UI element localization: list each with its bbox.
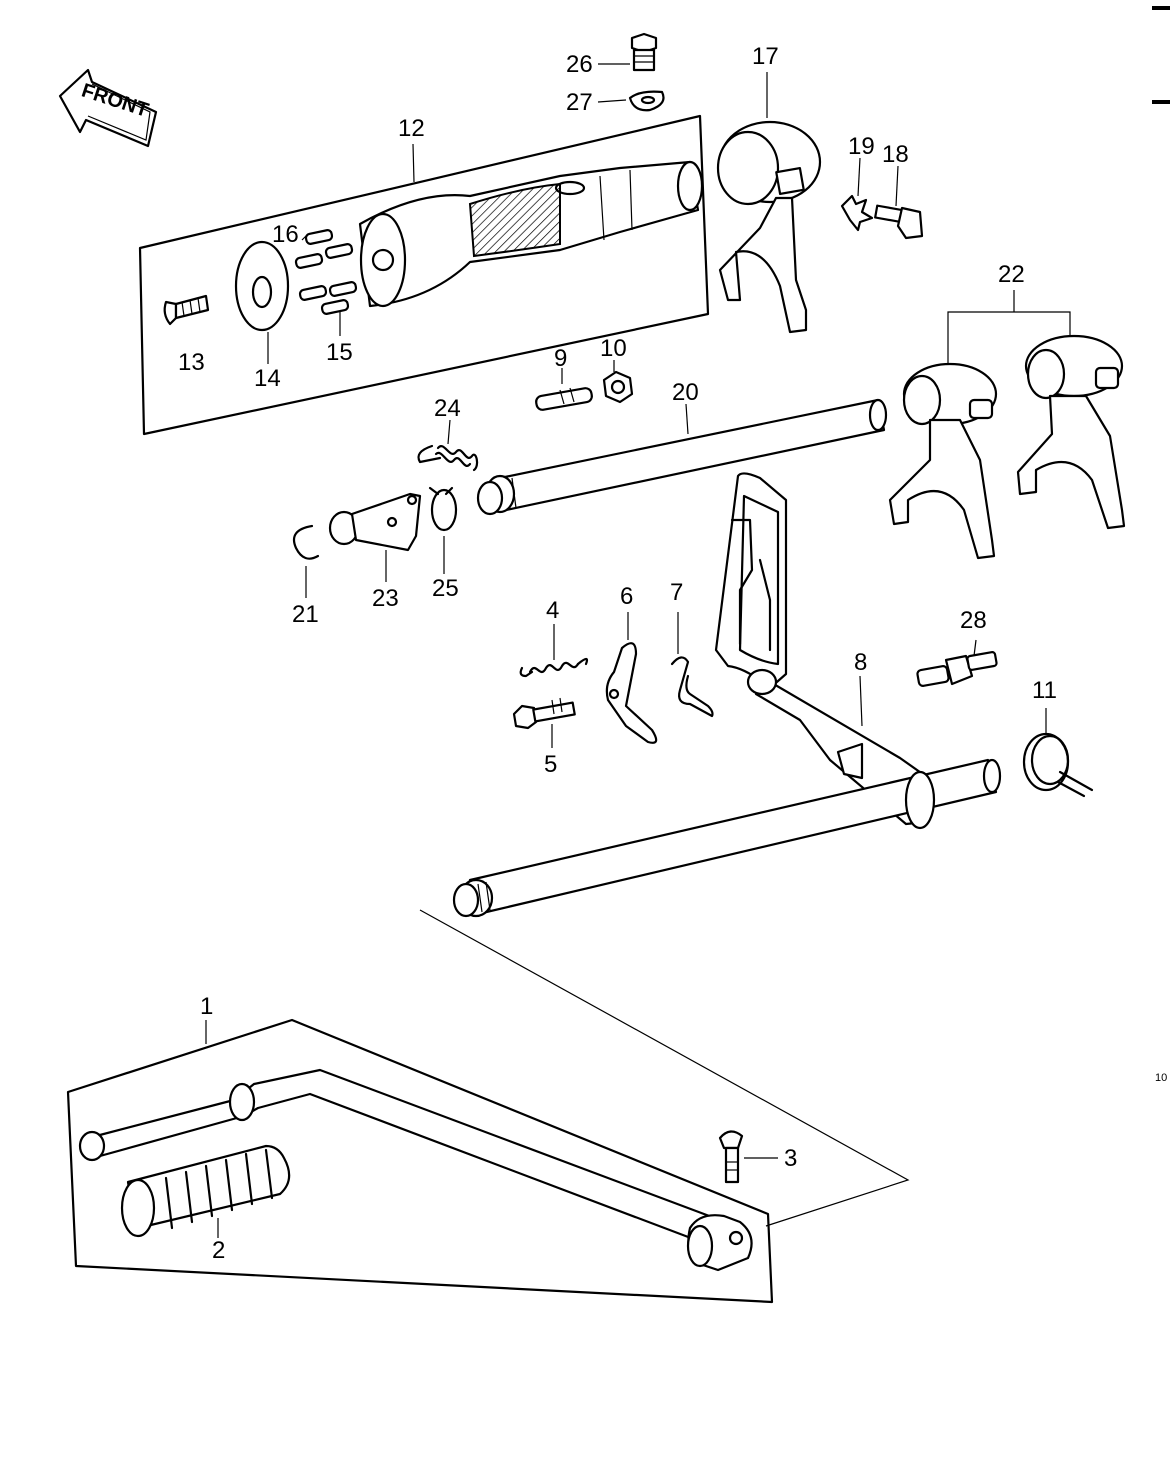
- connection-lines: [419, 909, 910, 1227]
- callout-22: 22: [998, 261, 1025, 288]
- circlip-21: [292, 524, 320, 598]
- callout-13: 13: [178, 349, 205, 376]
- callout-23: 23: [372, 585, 399, 612]
- gear-change-mechanism-8: [452, 472, 1002, 918]
- callout-8: 8: [854, 649, 867, 676]
- callout-21: 21: [292, 601, 319, 628]
- bolt-5: [512, 697, 576, 748]
- callout-9: 9: [554, 345, 567, 372]
- callout-12: 12: [398, 115, 425, 142]
- callout-3: 3: [784, 1145, 797, 1172]
- spring-24: [417, 419, 479, 472]
- callout-5: 5: [544, 751, 557, 778]
- circlip-25: [428, 486, 458, 574]
- callout-26: 26: [566, 51, 593, 78]
- stud-28: [916, 639, 998, 687]
- callout-6: 6: [620, 583, 633, 610]
- callout-28: 28: [960, 607, 987, 634]
- callout-18: 18: [882, 141, 909, 168]
- callout-15: 15: [326, 339, 353, 366]
- callout-7: 7: [670, 579, 683, 606]
- callout-25: 25: [432, 575, 459, 602]
- callout-14: 14: [254, 365, 281, 392]
- callout-labels: 1 2 3 4 5 6 7 8 9 10 11 12 13 14 15 16 1…: [178, 43, 1057, 1264]
- edge-marks: [1152, 6, 1170, 104]
- bolt-18-and-lock-19: [840, 157, 924, 240]
- callout-17: 17: [752, 43, 779, 70]
- pedal-assembly: [66, 1018, 778, 1304]
- page-marker: 10: [1155, 1072, 1167, 1084]
- callout-24: 24: [434, 395, 461, 422]
- shaft-20: [476, 398, 888, 516]
- shift-drum-assembly: [138, 114, 710, 436]
- callout-4: 4: [546, 597, 559, 624]
- pin-9-and-nut-10: [535, 360, 634, 411]
- callout-11: 11: [1032, 677, 1057, 704]
- spring-4: [519, 624, 589, 678]
- front-arrow: FRONT: [58, 68, 158, 148]
- callout-16: 16: [272, 221, 299, 248]
- callout-10: 10: [600, 335, 627, 362]
- arm-23: [328, 492, 422, 582]
- callout-2: 2: [212, 1237, 225, 1264]
- callout-27: 27: [566, 89, 593, 116]
- shift-forks-22: [888, 290, 1126, 560]
- callout-20: 20: [672, 379, 699, 406]
- bolt-26-and-washer-27: [597, 32, 665, 112]
- stopper-6: [605, 612, 658, 744]
- shift-fork-17: [716, 72, 822, 334]
- spring-11: [1022, 708, 1094, 798]
- callout-1: 1: [200, 993, 213, 1020]
- spring-7: [670, 612, 714, 718]
- callout-19: 19: [848, 133, 875, 160]
